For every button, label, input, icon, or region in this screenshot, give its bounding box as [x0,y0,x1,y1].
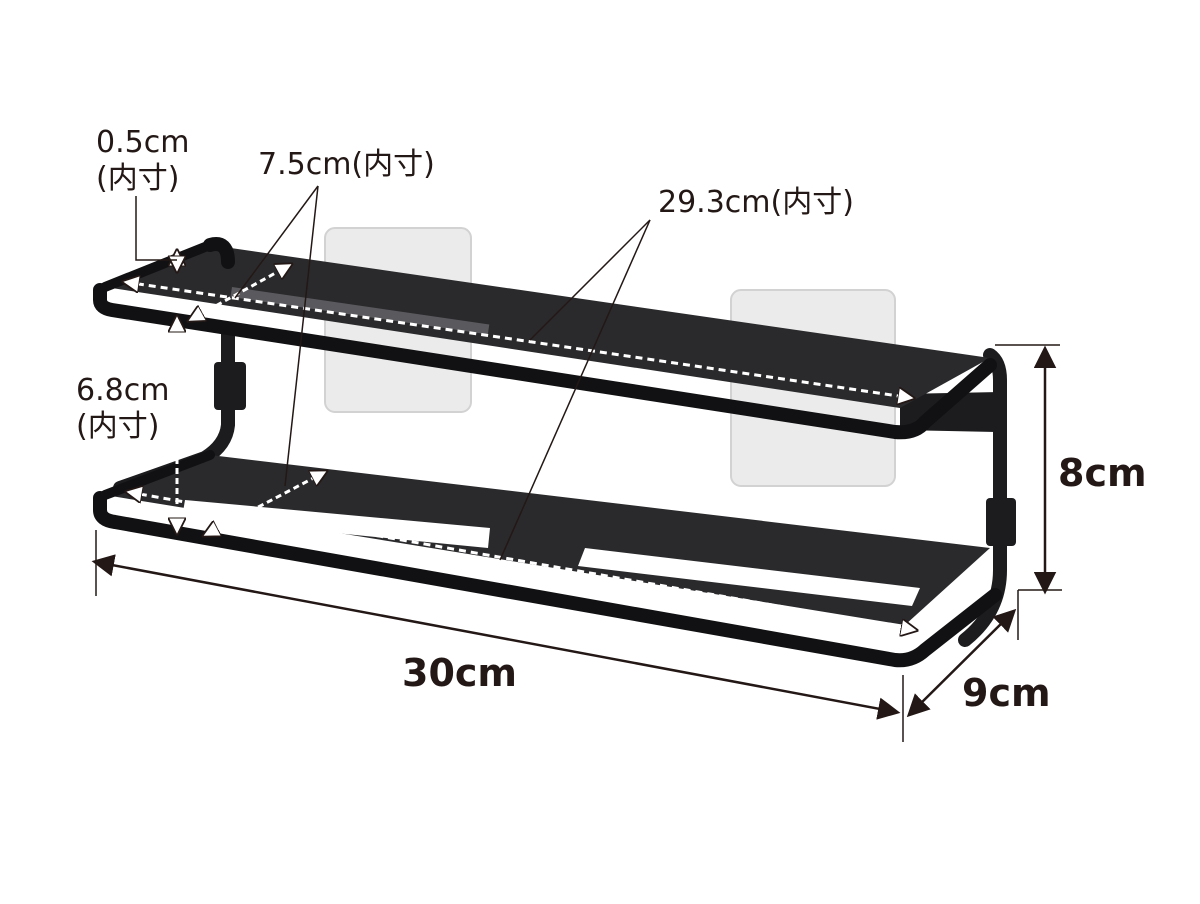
lip-note-label: (内寸) [96,161,179,196]
width-total-label: 30cm [402,651,517,695]
gap-note-label: (内寸) [76,409,159,444]
outer-dimension-lines [91,345,1057,720]
depth-total-label: 9cm [962,671,1051,715]
lip-value-label: 0.5cm [96,125,189,160]
depth-inner-label: 7.5cm(内寸) [258,147,435,182]
width-inner-label: 29.3cm(内寸) [658,185,854,220]
gap-value-label: 6.8cm [76,373,169,408]
leader-lines [135,185,651,561]
extension-lines [95,344,1062,742]
height-total-label: 8cm [1058,451,1147,495]
